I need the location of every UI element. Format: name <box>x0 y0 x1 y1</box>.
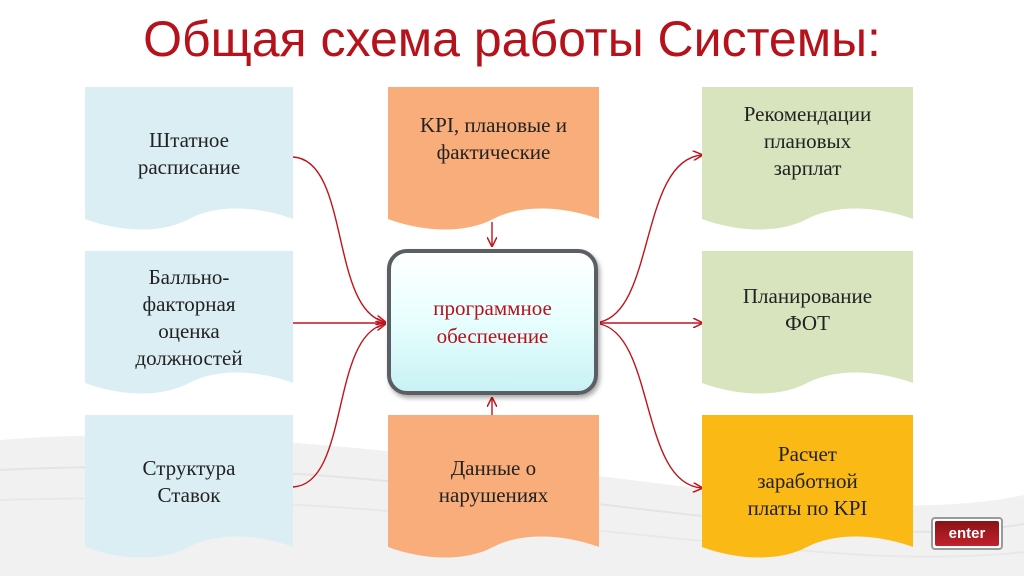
output-doc-kpi-payroll: Расчет заработной платы по KPI <box>702 415 913 562</box>
input-doc-kpi: KPI, плановые и фактические <box>388 87 599 234</box>
arrow-software-to-kpi-payroll <box>599 323 702 488</box>
software-box: программное обеспечение <box>387 249 598 395</box>
enter-button-label: enter <box>935 521 999 546</box>
input-doc-staffing: Штатное расписание <box>85 87 293 234</box>
page-title: Общая схема работы Системы: <box>143 11 881 67</box>
software-label: программное обеспечение <box>433 296 552 348</box>
arrow-staffing-to-software <box>292 156 385 322</box>
input-doc-rate-structure: Структура Ставок <box>85 415 293 562</box>
input-doc-violations: Данные о нарушениях <box>388 415 599 562</box>
arrow-software-to-recommendations <box>599 155 702 323</box>
output-doc-recommendations: Рекомендации плановых зарплат <box>702 87 913 234</box>
output-doc-label: Расчет заработной платы по KPI <box>747 442 868 520</box>
output-doc-payroll-planning: Планирование ФОТ <box>702 251 913 398</box>
arrow-rate-structure-to-software <box>292 324 385 488</box>
output-doc-label: Планирование ФОТ <box>742 283 873 335</box>
input-doc-label: KPI, плановые и фактические <box>420 113 567 164</box>
input-doc-label: Штатное расписание <box>137 127 241 179</box>
input-doc-label: Структура Ставок <box>142 455 236 507</box>
enter-button[interactable]: enter <box>931 517 1003 550</box>
output-doc-label: Рекомендации плановых зарплат <box>743 102 872 180</box>
input-doc-label: Балльно- факторная оценка должностей <box>135 264 243 370</box>
input-doc-label: Данные о нарушениях <box>438 455 549 507</box>
input-doc-job-evaluation: Балльно- факторная оценка должностей <box>85 251 293 398</box>
